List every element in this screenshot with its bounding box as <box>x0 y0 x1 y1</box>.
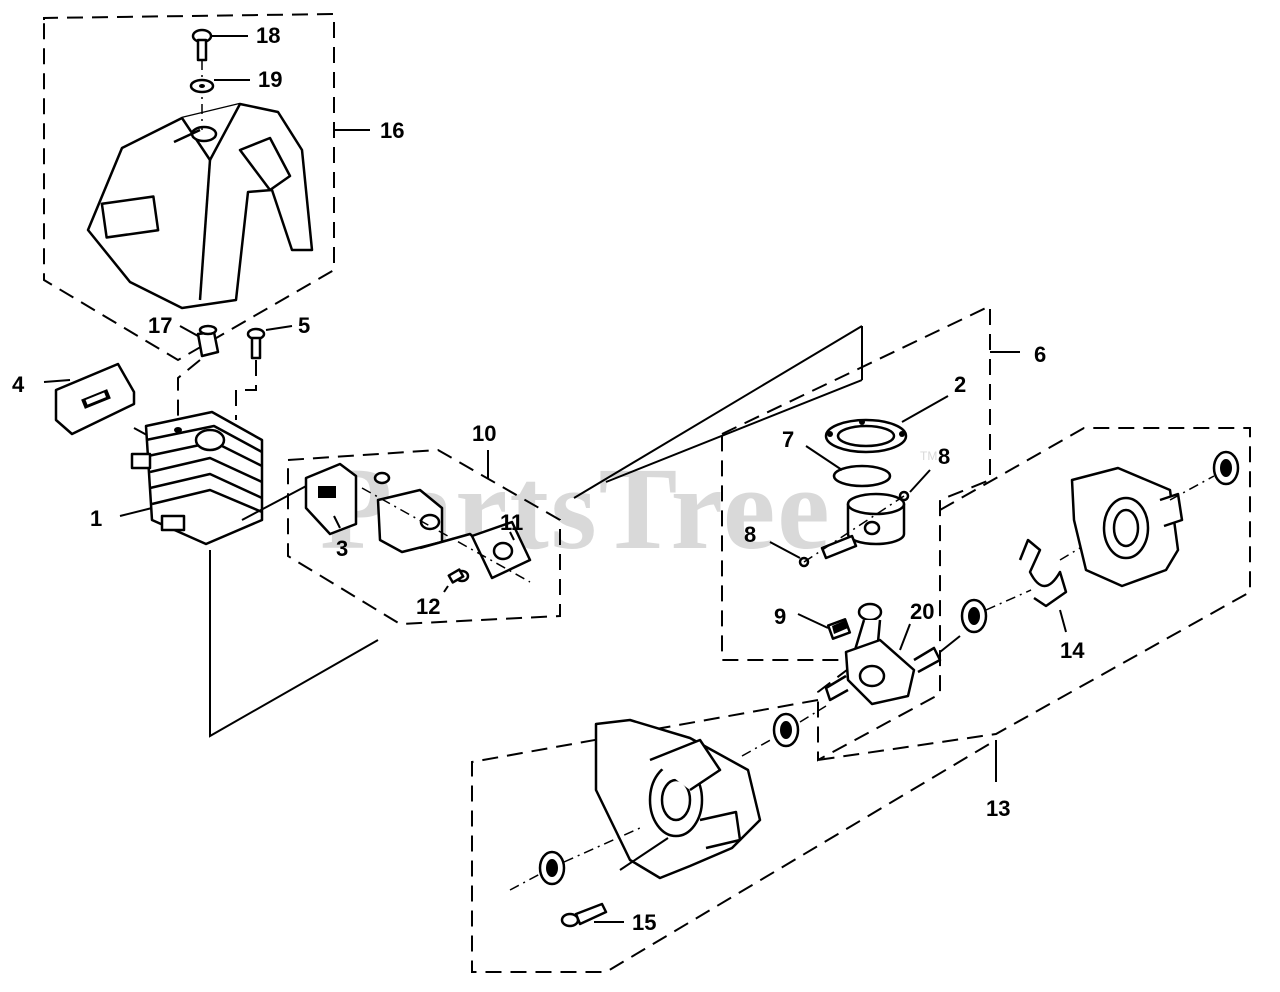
axis-5 <box>235 360 257 420</box>
callout-7: 7 <box>782 427 794 452</box>
axis-bearing-r <box>985 585 1041 611</box>
screw-5-part[interactable] <box>246 327 266 360</box>
shaft-link-r <box>939 635 961 653</box>
callout-12: 12 <box>416 594 440 619</box>
callout-3: 3 <box>336 536 348 561</box>
cylinder-1-part[interactable] <box>130 410 264 546</box>
callout-20: 20 <box>910 599 934 624</box>
gasket-3-part[interactable] <box>304 462 358 536</box>
gasket-2-part[interactable] <box>824 418 908 454</box>
group-16-outline <box>43 12 335 362</box>
crankcase-left-part[interactable] <box>594 718 762 880</box>
bearing-right-part[interactable] <box>960 598 988 634</box>
gasket-4-part[interactable] <box>54 362 136 436</box>
callout-8-left: 8 <box>744 522 756 547</box>
axis-left-mid <box>799 705 827 723</box>
callout-14: 14 <box>1060 638 1085 663</box>
axis-8 <box>803 495 905 563</box>
leader-20 <box>899 623 911 651</box>
leader-8a <box>769 541 801 559</box>
callout-8-right: 8 <box>938 444 950 469</box>
callout-17: 17 <box>148 313 172 338</box>
axis-10 <box>361 487 531 583</box>
link-6-10 <box>573 325 863 499</box>
link-1-3 <box>241 483 311 521</box>
callout-10: 10 <box>472 421 496 446</box>
leader-9 <box>797 613 829 629</box>
piston-part[interactable] <box>846 492 906 546</box>
group-6-outline <box>721 304 991 762</box>
screw-15-part[interactable] <box>560 902 608 928</box>
axis-bottom-left <box>509 873 541 891</box>
screw-12-part[interactable] <box>447 568 470 584</box>
callout-18: 18 <box>256 23 280 48</box>
leader-2 <box>901 395 949 423</box>
piston-ring-7-part[interactable] <box>832 464 892 488</box>
axis-17 <box>177 359 201 430</box>
group-13-lower-outline <box>471 699 997 973</box>
piston-pin-part[interactable] <box>820 534 858 560</box>
bearing-far-right-part[interactable] <box>1212 450 1240 486</box>
link-1-13 <box>209 550 379 738</box>
bearing-left-mid-part[interactable] <box>772 712 800 748</box>
crankcase-right-part[interactable] <box>1070 466 1184 588</box>
callout-16: 16 <box>380 118 404 143</box>
callout-9: 9 <box>774 604 786 629</box>
leader-3 <box>333 515 341 529</box>
axis-far-right <box>1169 475 1215 501</box>
flange-11-part[interactable] <box>470 520 532 580</box>
nut-17-part[interactable] <box>196 324 220 358</box>
leader-1 <box>119 507 153 517</box>
callout-5: 5 <box>298 313 310 338</box>
callout-1: 1 <box>90 506 102 531</box>
axis-bottom-left2 <box>563 827 641 863</box>
leader-8b <box>909 469 931 493</box>
callout-13: 13 <box>986 796 1010 821</box>
callout-15: 15 <box>632 910 656 935</box>
crankshaft-20-part[interactable] <box>824 602 942 706</box>
retaining-clip-14-part[interactable] <box>1018 538 1068 608</box>
link-15 <box>619 837 669 871</box>
callout-6: 6 <box>1034 342 1046 367</box>
leader-12 <box>443 585 449 593</box>
needle-bearing-9-part[interactable] <box>826 618 852 640</box>
washer-19-part[interactable] <box>189 78 215 94</box>
leader-17 <box>179 325 199 337</box>
intake-manifold-part[interactable] <box>373 471 487 554</box>
leader-11 <box>509 531 515 541</box>
callout-11: 11 <box>500 510 523 535</box>
leader-14 <box>1059 609 1067 633</box>
group-13-outline <box>817 427 1251 761</box>
leader-4 <box>43 379 71 383</box>
axis-left-mid2 <box>741 737 775 757</box>
link-6-10b <box>605 379 863 483</box>
callout-4: 4 <box>12 372 25 397</box>
callout-2: 2 <box>954 372 966 397</box>
group-10-outline <box>287 448 561 626</box>
watermark-trademark: TM <box>920 449 937 463</box>
leader-5 <box>265 325 293 331</box>
callout-19: 19 <box>258 67 282 92</box>
leader-7 <box>805 445 843 471</box>
bearing-bottom-left-part[interactable] <box>538 850 566 886</box>
screw-18-part[interactable] <box>191 28 213 62</box>
shroud-part[interactable] <box>86 102 314 310</box>
